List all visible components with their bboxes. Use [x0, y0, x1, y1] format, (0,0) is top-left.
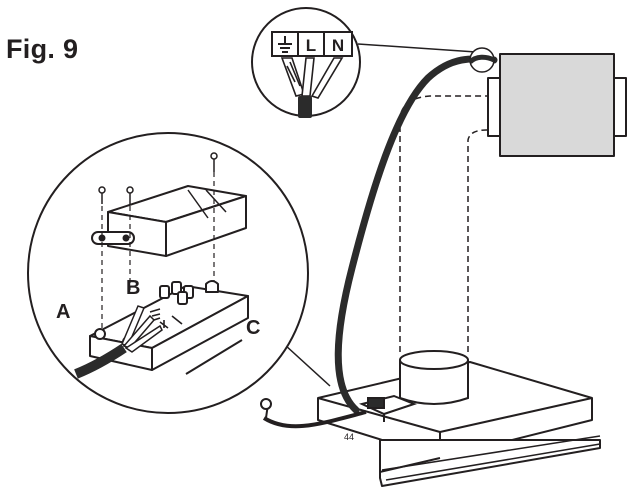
callout-c: C	[246, 317, 260, 339]
terminal-hook	[205, 280, 219, 293]
callout-b: B	[126, 277, 140, 299]
earth-terminal-icon	[278, 36, 292, 53]
motor-unit	[487, 53, 627, 157]
hood-marking: 44	[344, 432, 354, 442]
earth-ring-terminal	[260, 398, 272, 410]
figure-title: Fig. 9	[6, 34, 79, 64]
screws	[98, 152, 218, 204]
screw-icon-3	[210, 152, 218, 172]
neutral-wire	[310, 57, 344, 99]
clamp-hole-right	[122, 234, 130, 242]
hood-visor-line	[381, 435, 601, 471]
callout-a: A	[56, 301, 70, 323]
terminal-wires	[280, 57, 344, 99]
terminal-zoom-circle: L N	[251, 7, 361, 118]
guide-line-left	[399, 95, 494, 352]
earth-lead	[262, 410, 367, 429]
terminal-post-1	[159, 285, 170, 299]
terminal-neutral-label: N	[332, 36, 344, 55]
terminal-live-label: L	[306, 36, 316, 55]
hood-side-edge	[379, 457, 441, 473]
base-side	[151, 295, 249, 371]
motor-housing	[499, 53, 615, 157]
hood-connection-box	[358, 394, 417, 422]
hood-visor-line-2	[385, 443, 601, 481]
cover-groove-2	[205, 189, 227, 213]
connector-zoom-outline	[27, 132, 309, 414]
hood-body	[317, 361, 601, 487]
hood-top-plate	[317, 361, 593, 459]
terminal-post-2	[171, 281, 182, 295]
cable-end-in-target	[468, 54, 496, 64]
terminal-post-4	[177, 291, 188, 305]
cover-groove	[187, 189, 209, 219]
guide-line-right	[467, 129, 494, 352]
zoom-leader-top	[357, 43, 477, 53]
screw-icon-1	[98, 186, 106, 204]
connector-wires	[120, 305, 163, 353]
collar-top	[399, 350, 469, 370]
power-cable	[334, 55, 498, 414]
connector-zoom-circle	[27, 132, 309, 414]
callout-c-line	[185, 339, 243, 375]
alignment-dashes	[101, 172, 215, 332]
connector-cover	[91, 185, 247, 257]
wire-neutral	[124, 324, 163, 353]
flex-cable	[74, 343, 127, 379]
conn-box-clip	[367, 397, 385, 409]
base-markings	[149, 308, 183, 329]
outlet-collar	[399, 350, 469, 405]
screw-icon-2	[126, 186, 134, 204]
clamp-post-left	[94, 328, 106, 340]
terminal-cable-sheath	[298, 96, 312, 118]
duct-guide-dashes	[399, 95, 494, 352]
